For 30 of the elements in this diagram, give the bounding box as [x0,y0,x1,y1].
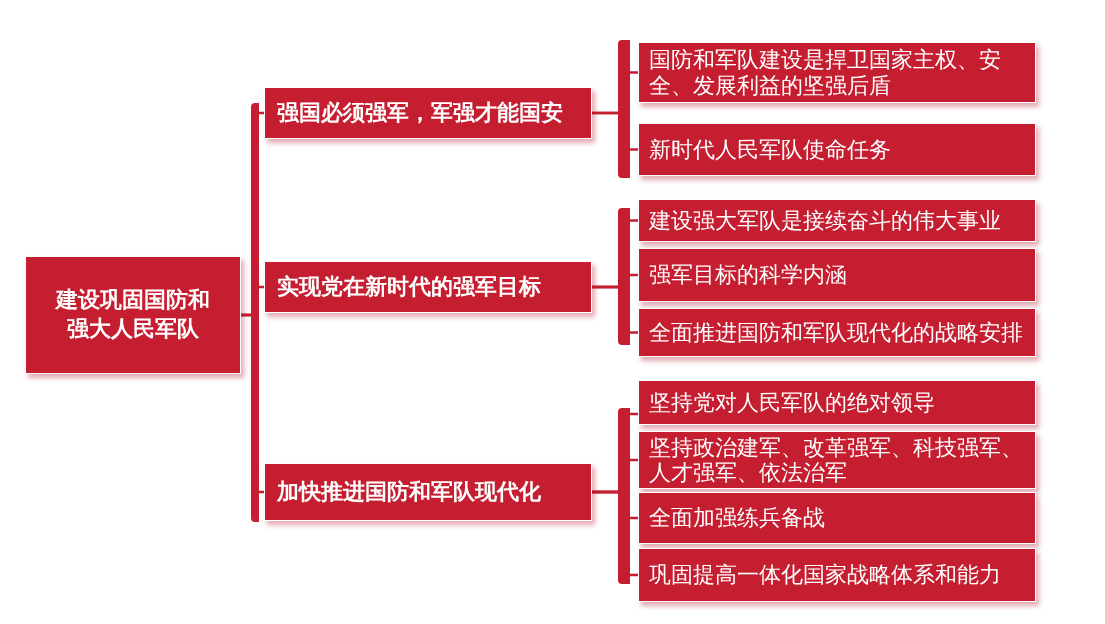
subtopic-box [638,199,1036,242]
subtopic-box [638,548,1036,602]
node-text: 强军目标的科学内涵 [649,262,847,288]
topic-box [264,463,592,521]
topic-box [264,87,592,139]
node-text: 巩固提高一体化国家战略体系和能力 [649,562,1001,588]
connector-line [592,111,638,151]
node-text: 坚持政治建军、改革强军、科技强军、人才强军、依法治军 [649,434,1024,486]
node-text: 坚持党对人民军队的绝对领导 [649,389,935,416]
connector-line [592,285,638,334]
subtopic-box [638,431,1036,489]
subtopic-box [638,42,1036,103]
subtopic-box [638,248,1036,302]
node-text: 加快推进国防和军队现代化 [277,478,541,506]
subtopic-box [638,492,1036,544]
subtopic-box [638,123,1036,176]
root-topic-box [25,256,241,374]
connector-line [592,490,638,577]
node-text: 实现党在新时代的强军目标 [277,273,541,301]
subtopic-box [638,308,1036,357]
connector-line [241,313,264,494]
node-text: 全面加强练兵备战 [649,505,825,531]
node-text: 强国必须强军，军强才能国安 [277,99,563,127]
subtopic-box [638,380,1036,425]
node-text: 建设巩固国防和强大人民军队 [54,286,211,343]
node-text: 国防和军队建设是捍卫国家主权、安全、发展利益的坚强后盾 [649,47,1002,98]
node-text: 新时代人民军队使命任务 [649,136,891,163]
node-text: 建设强大军队是接续奋斗的伟大事业 [649,207,1001,234]
node-text: 全面推进国防和军队现代化的战略安排 [649,319,1023,346]
topic-box [264,261,592,313]
